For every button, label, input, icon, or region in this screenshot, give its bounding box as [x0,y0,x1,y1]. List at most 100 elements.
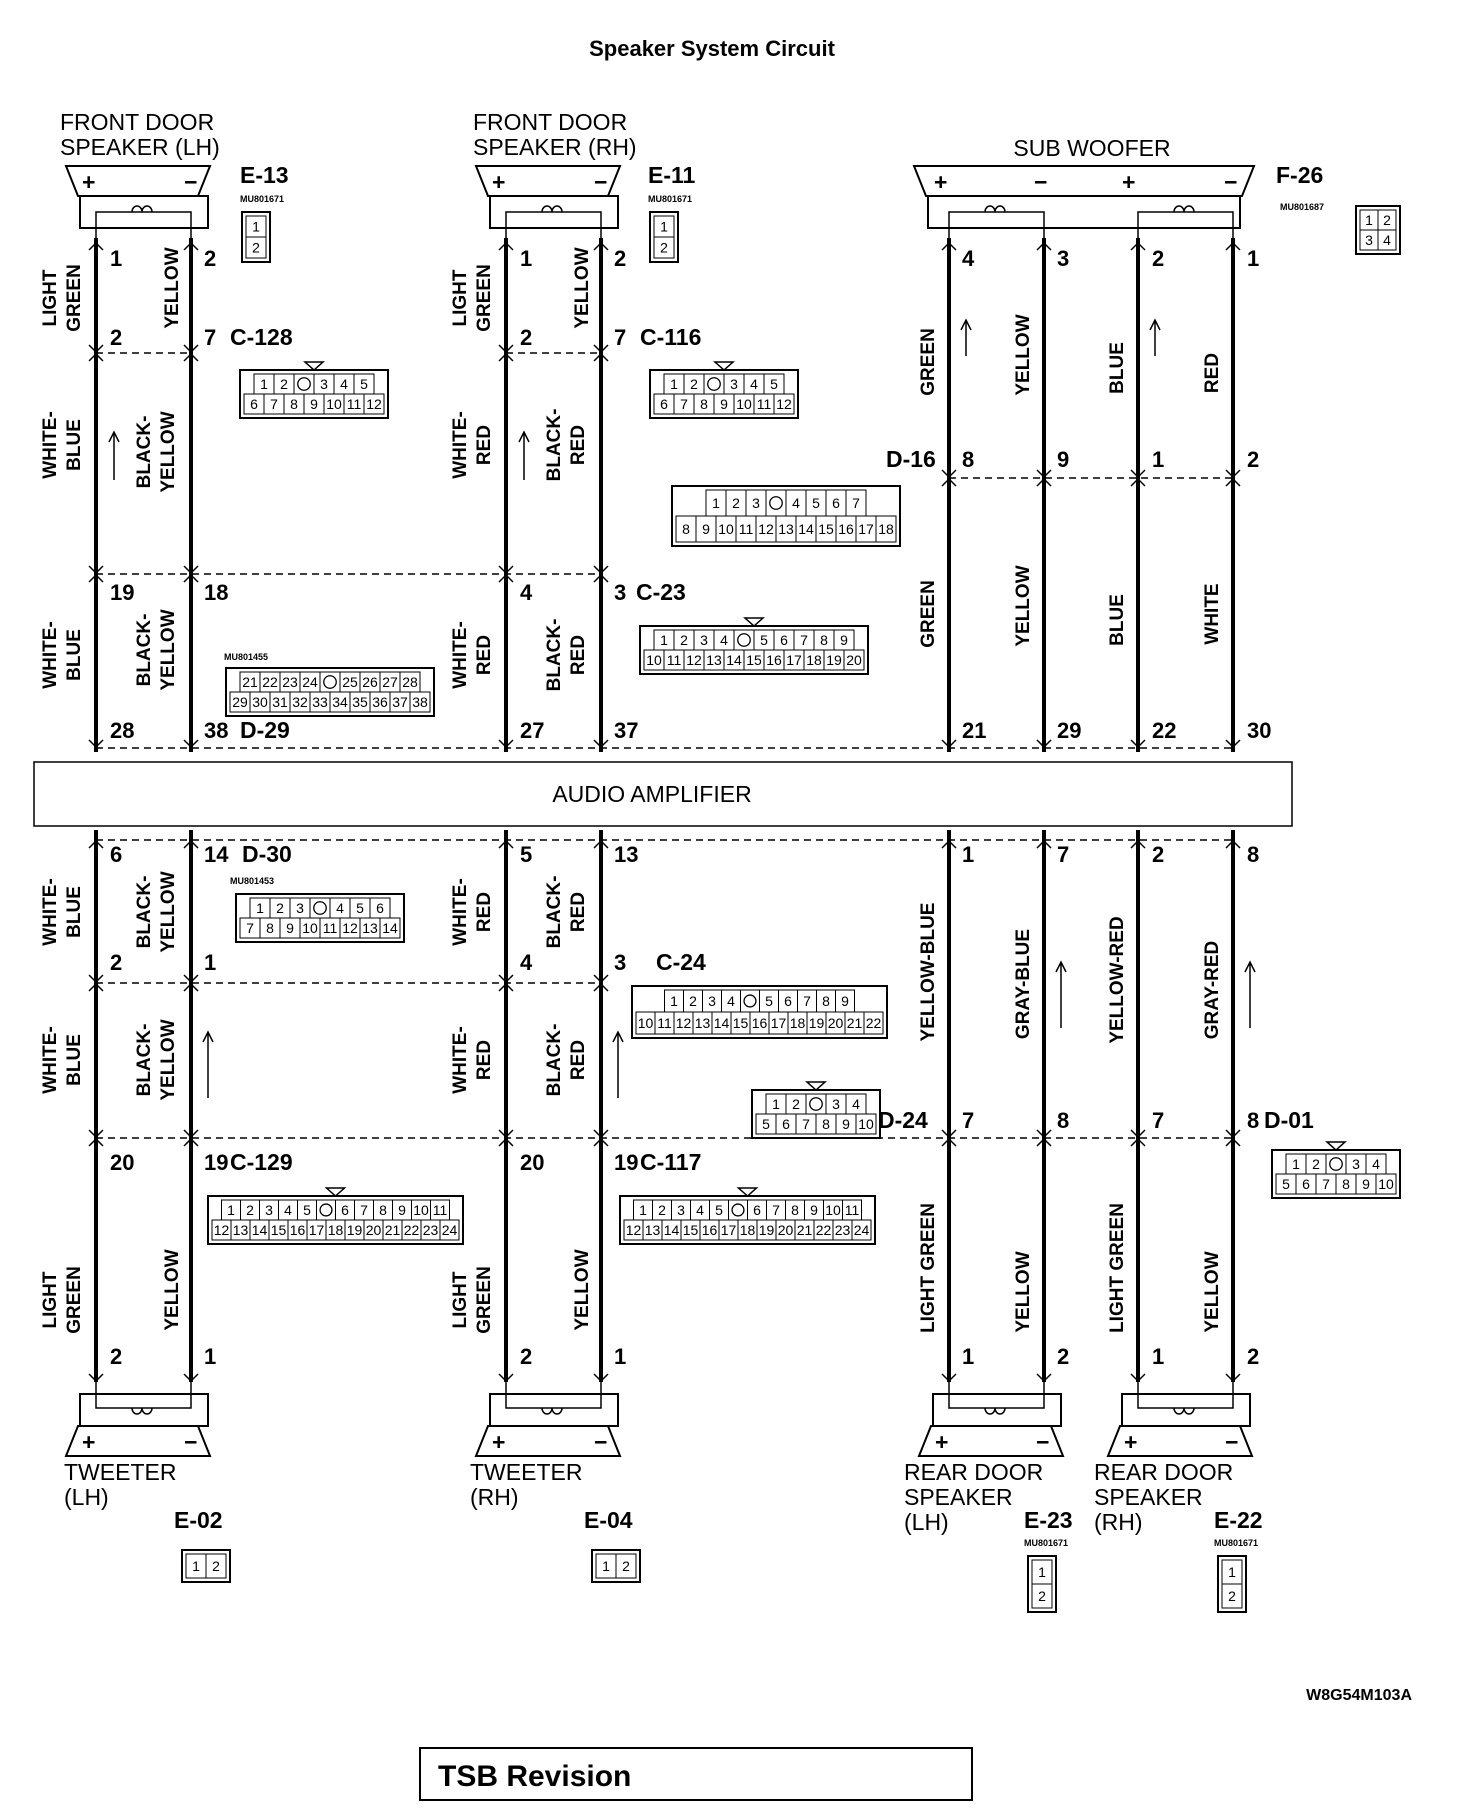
connector-pin-label: 5 [356,900,364,916]
connector-name-d29: D-29 [240,717,290,743]
connector-pin-label: 20 [778,1222,794,1238]
connector-pin-label: 7 [1322,1176,1330,1192]
pin-number: 2 [1247,1344,1259,1369]
lock-tab-icon [1325,1141,1347,1152]
connector-pin-label: 2 [276,900,284,916]
arrow-up-icon [960,318,972,356]
connector-pin-label: 10 [1378,1176,1394,1192]
connector-pin-label: 6 [341,1202,349,1218]
connector-pin-label: 13 [645,1222,661,1238]
connector-pin-label: 4 [1383,232,1391,248]
pin-number: 1 [520,246,532,271]
connector-pin-label: 2 [690,376,698,392]
wire-color-label: BLACK- [544,619,565,692]
pin-number: 4 [962,246,975,271]
connector-pin-label: 10 [302,920,318,936]
connector-pin-label: 3 [1365,232,1373,248]
minus-sign: − [1225,1429,1238,1455]
lock-tab-icon [805,1081,827,1092]
connector-pin-label: 10 [718,521,734,537]
arrow-up-icon [518,430,530,480]
wire-color-label: RED [474,892,495,932]
pin-number: 2 [1152,842,1164,867]
wire-color-label: WHITE- [40,411,61,479]
connector-pin-label: 2 [1228,1588,1236,1604]
wire-color-label: RED [1202,353,1223,393]
connector-cell [409,691,431,713]
pin-number: 9 [1057,447,1069,472]
speaker-icon-front-rh [474,165,622,238]
speaker-label-rear-lh-1: REAR DOOR [904,1459,1043,1485]
connector-pin-label: 18 [878,521,894,537]
connector-pin-label: 36 [372,694,388,710]
speaker-label-front-lh-1: FRONT DOOR [60,109,214,135]
connector-pin-label: 1 [670,376,678,392]
wire-color-label: RED [474,1040,495,1080]
connector-name-c116: C-116 [640,324,701,350]
plus-sign: + [935,1429,948,1455]
connector-pin-label: 2 [622,1558,630,1574]
part-number-d29: MU801455 [224,652,268,662]
connector-name-c117: C-117 [640,1149,701,1175]
pin-number: 2 [1247,447,1259,472]
connector-pin-label: 2 [1038,1588,1046,1604]
connector-pin-label: 32 [292,694,308,710]
pin-number: 8 [1247,842,1259,867]
wire-color-label: RED [568,1040,589,1080]
pin-number: 8 [1247,1108,1259,1133]
connector-pin-label: 38 [412,694,428,710]
connector-name-e04: E-04 [584,1507,633,1533]
lock-tab-icon [324,1187,347,1198]
connector-pin-label: 3 [708,993,716,1009]
connector-cell [855,1113,877,1135]
pin-number: 6 [110,842,122,867]
connector-pin-label: 8 [266,920,274,936]
pin-number: 1 [110,246,122,271]
pin-number: 3 [614,580,626,605]
wire-color-label: GREEN [64,264,85,332]
speaker-label-tweeter-rh-2: (RH) [470,1484,519,1510]
connector-pin-label: 6 [250,396,258,412]
pin-number: 20 [110,1150,134,1175]
connector-pin-label: 4 [792,495,800,511]
connector-pin-label: 14 [252,1222,268,1238]
wire-color-label: GREEN [918,580,939,648]
wire-color-label: WHITE- [40,1026,61,1094]
pin-number: 19 [614,1150,638,1175]
pin-number: 3 [1057,246,1069,271]
connector-face-e23: 12 [1027,1555,1057,1613]
connector-pin-label: 3 [320,376,328,392]
pin-number: 3 [614,950,626,975]
wire-color-label: YELLOW [1202,1251,1223,1332]
wire-color-label: BLACK- [134,416,155,489]
minus-sign: − [1034,169,1047,195]
connector-pin-label: 1 [1365,212,1373,228]
connector-pin-label: 19 [826,652,842,668]
wire-color-label: BLACK- [544,409,565,482]
wire-color-label: LIGHT [450,1271,471,1328]
connector-pin-label: 1 [639,1202,647,1218]
connector-pin-label: 5 [762,1116,770,1132]
connector-pin-label: 8 [791,1202,799,1218]
connector-pin-label: 1 [660,632,668,648]
connector-pin-label: 6 [1302,1176,1310,1192]
wire-color-label: LIGHT [450,269,471,326]
wire-color-label: YELLOW [1013,1251,1034,1332]
connector-pin-label: 10 [825,1202,841,1218]
connector-name-d01: D-01 [1264,1107,1314,1133]
connector-pin-label: 16 [290,1222,306,1238]
connector-pin-label: 9 [310,396,318,412]
part-number-e23: MU801671 [1024,1538,1068,1548]
wire-color-label: LIGHT GREEN [1107,1203,1128,1333]
connector-pin-label: 5 [812,495,820,511]
connector-pin-label: 16 [838,521,854,537]
connector-pin-label: 12 [214,1222,230,1238]
connector-cell [439,1219,460,1241]
